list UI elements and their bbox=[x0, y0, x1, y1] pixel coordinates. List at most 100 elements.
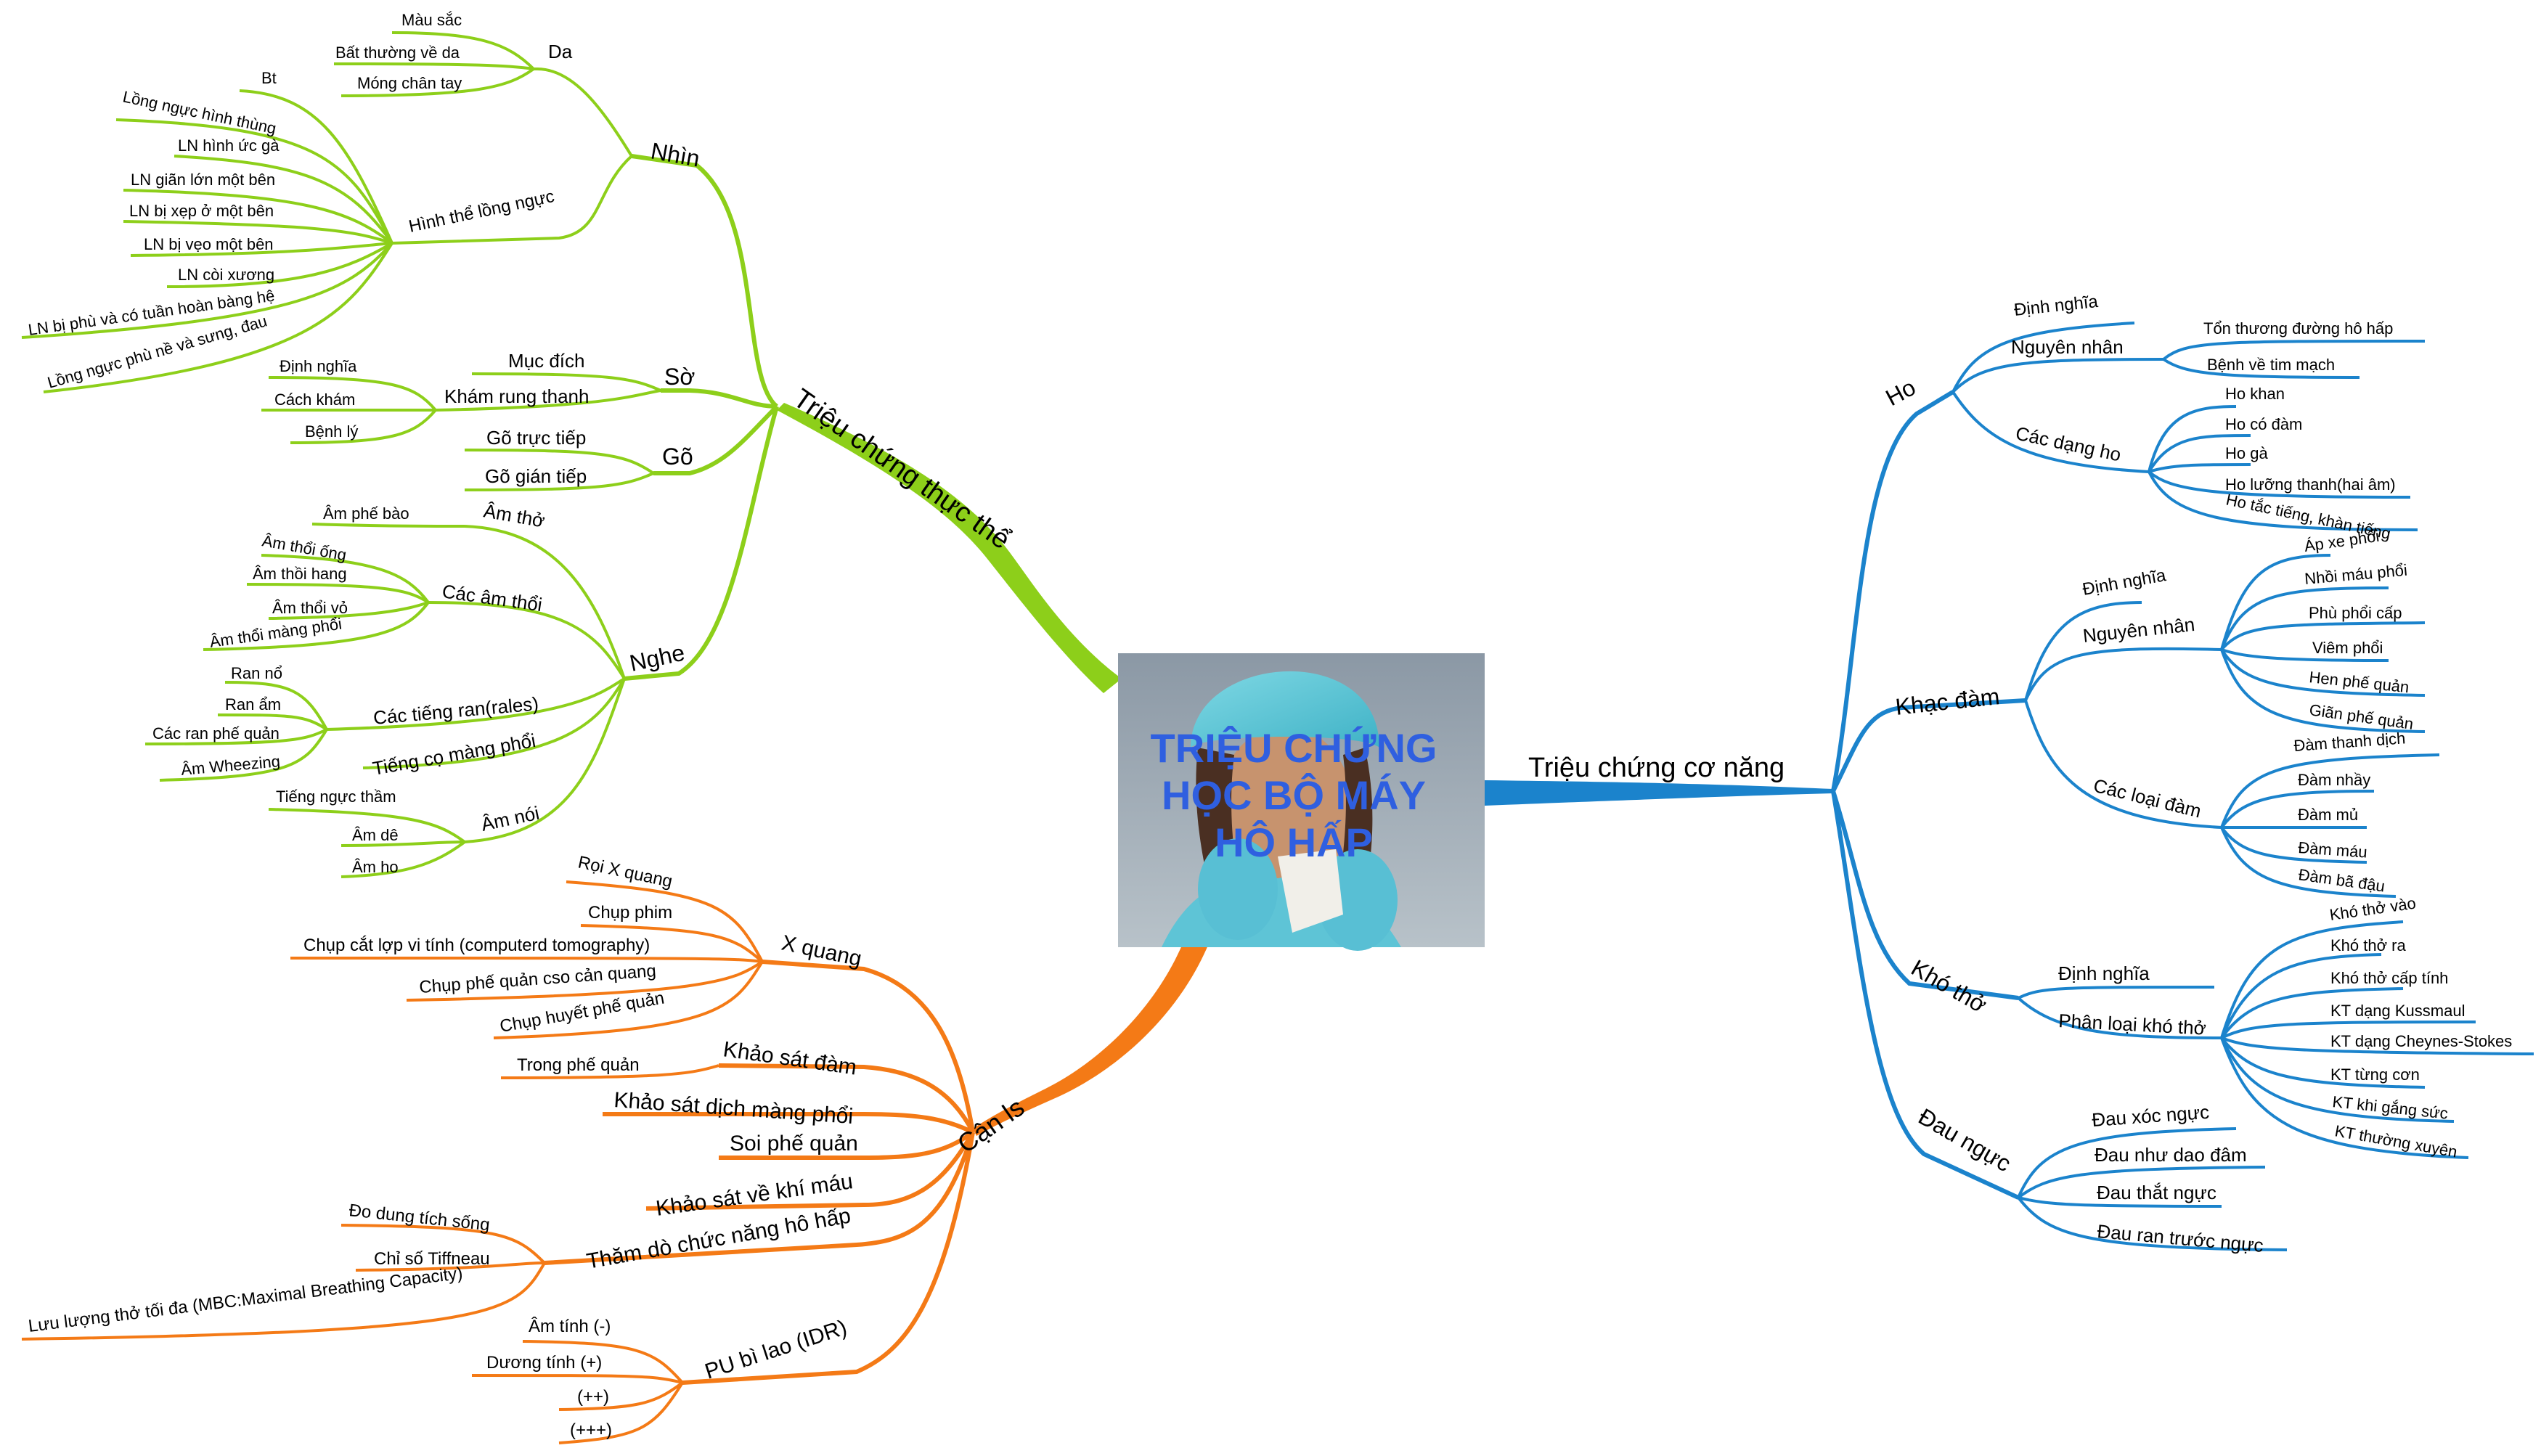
label-dn-2[interactable]: Đau như dao đâm bbox=[2095, 1144, 2247, 1166]
label-noi-1[interactable]: Tiếng ngực thầm bbox=[276, 788, 396, 806]
link-soi-pq bbox=[719, 1130, 974, 1160]
label-dn-4[interactable]: Đau ran trước ngực bbox=[2096, 1220, 2264, 1256]
link-kho-tho bbox=[1831, 790, 2019, 1000]
label-khac-dam[interactable]: Khạc đàm bbox=[1894, 683, 2001, 720]
label-pl-6[interactable]: KT từng cơn bbox=[2330, 1066, 2420, 1084]
label-pl-1[interactable]: Khó thở vào bbox=[2328, 894, 2417, 924]
label-so[interactable]: Sờ bbox=[664, 364, 695, 390]
label-noi-3[interactable]: Âm ho bbox=[352, 858, 399, 876]
label-ran-3[interactable]: Các ran phế quản bbox=[152, 724, 280, 743]
label-noi-2[interactable]: Âm dê bbox=[352, 826, 399, 844]
label-dang-1[interactable]: Ho khan bbox=[2225, 385, 2285, 403]
label-kr-2[interactable]: Cách khám bbox=[274, 390, 355, 409]
label-pl-3[interactable]: Khó thở cấp tính bbox=[2330, 969, 2448, 987]
label-kham-rung[interactable]: Khám rung thanh bbox=[444, 385, 589, 407]
label-dn-3[interactable]: Đau thắt ngực bbox=[2097, 1182, 2216, 1203]
label-kdnn-3[interactable]: Phù phổi cấp bbox=[2309, 604, 2402, 622]
link-dau-nguc bbox=[1831, 790, 2020, 1200]
label-da-2[interactable]: Bất thường về da bbox=[335, 44, 460, 62]
label-da[interactable]: Da bbox=[548, 41, 573, 62]
label-td-2[interactable]: Chỉ số Tiffneau bbox=[374, 1249, 490, 1269]
label-co-nang[interactable]: Triệu chứng cơ năng bbox=[1528, 753, 1785, 783]
link-xq-5 bbox=[493, 960, 764, 1039]
label-pl-8[interactable]: KT thường xuyên bbox=[2333, 1121, 2458, 1161]
label-go[interactable]: Gõ bbox=[662, 443, 693, 470]
label-dau-nguc[interactable]: Đau ngực bbox=[1914, 1103, 2016, 1177]
label-loai-1[interactable]: Đàm thanh dịch bbox=[2293, 729, 2406, 755]
label-thoi-3[interactable]: Âm thổi vỏ bbox=[272, 599, 348, 617]
label-kt-pl[interactable]: Phân loại khó thở bbox=[2058, 1010, 2207, 1039]
label-thoi-2[interactable]: Âm thồi hang bbox=[253, 565, 347, 583]
label-kt-dn[interactable]: Định nghĩa bbox=[2058, 962, 2150, 984]
label-kd-dn[interactable]: Định nghĩa bbox=[2081, 565, 2168, 600]
label-hinh-the[interactable]: Hình thể lồng ngực bbox=[407, 187, 556, 237]
label-dang-2[interactable]: Ho có đàm bbox=[2225, 415, 2302, 433]
link-ht-3 bbox=[174, 155, 393, 245]
label-tieng-co[interactable]: Tiếng cọ màng phổi bbox=[371, 729, 537, 780]
label-ran-4[interactable]: Âm Wheezing bbox=[180, 752, 281, 779]
label-kdnn-2[interactable]: Nhồi máu phổi bbox=[2304, 561, 2408, 588]
label-nghe[interactable]: Nghe bbox=[627, 639, 687, 676]
label-ht-7[interactable]: LN còi xương bbox=[178, 266, 274, 284]
label-ht-3[interactable]: LN hình ức gà bbox=[178, 136, 280, 155]
label-kr-3[interactable]: Bệnh lý bbox=[305, 422, 358, 441]
label-kd-loai[interactable]: Các loại đàm bbox=[2092, 774, 2203, 822]
label-loai-4[interactable]: Đàm máu bbox=[2298, 838, 2368, 862]
label-am-tho[interactable]: Âm thở bbox=[482, 499, 547, 531]
link-thoi-4 bbox=[203, 601, 430, 651]
label-nn-1[interactable]: Tổn thương đường hô hấp bbox=[2203, 319, 2393, 338]
label-can-ls[interactable]: Cận ls bbox=[952, 1092, 1029, 1158]
label-ho[interactable]: Ho bbox=[1881, 374, 1920, 411]
label-ht-2[interactable]: Lồng ngực hình thùng bbox=[121, 87, 278, 137]
label-pl-2[interactable]: Khó thở ra bbox=[2330, 936, 2406, 954]
label-pl-4[interactable]: KT dạng Kussmaul bbox=[2330, 1002, 2465, 1020]
label-am-noi[interactable]: Âm nói bbox=[479, 802, 541, 835]
center-title-line-3: HÔ HẤP bbox=[1215, 819, 1373, 865]
label-ht-4[interactable]: LN giãn lớn một bên bbox=[131, 171, 275, 189]
label-ho-nn[interactable]: Nguyên nhân bbox=[2011, 336, 2124, 358]
label-ho-dang[interactable]: Các dạng ho bbox=[2014, 422, 2123, 466]
label-dang-3[interactable]: Ho gà bbox=[2225, 444, 2268, 462]
label-kd-nn[interactable]: Nguyên nhân bbox=[2081, 613, 2195, 647]
label-pu-3[interactable]: (++) bbox=[577, 1387, 609, 1407]
label-dang-4[interactable]: Ho lưỡng thanh(hai âm) bbox=[2225, 475, 2396, 494]
label-nhin[interactable]: Nhìn bbox=[649, 137, 702, 171]
label-ran-1[interactable]: Ran nổ bbox=[231, 664, 282, 682]
label-khao-sat-dich[interactable]: Khảo sát dịch màng phổi bbox=[613, 1088, 855, 1129]
label-loai-2[interactable]: Đàm nhầy bbox=[2298, 771, 2370, 789]
label-kr-1[interactable]: Định nghĩa bbox=[280, 357, 357, 375]
label-ht-1[interactable]: Bt bbox=[261, 69, 277, 87]
label-tham-do[interactable]: Thăm dò chức năng hô hấp bbox=[584, 1203, 852, 1274]
label-soi-pq[interactable]: Soi phế quản bbox=[730, 1132, 858, 1156]
label-nn-2[interactable]: Bệnh về tim mạch bbox=[2207, 356, 2335, 374]
label-xq-3[interactable]: Chụp cắt lợp vi tính (computerd tomograp… bbox=[303, 936, 650, 955]
label-am-thoi[interactable]: Các âm thổi bbox=[441, 580, 544, 615]
label-kdnn-4[interactable]: Viêm phổi bbox=[2312, 639, 2383, 657]
label-dam-1[interactable]: Trong phế quản bbox=[517, 1055, 640, 1075]
label-ht-6[interactable]: LN bị vẹo một bên bbox=[144, 235, 274, 253]
label-dn-1[interactable]: Đau xóc ngực bbox=[2091, 1101, 2210, 1131]
label-ran-2[interactable]: Ran ẩm bbox=[225, 695, 281, 713]
label-ho-dn[interactable]: Định nghĩa bbox=[2013, 292, 2100, 320]
label-ht-5[interactable]: LN bị xẹp ở một bên bbox=[129, 202, 274, 220]
label-da-3[interactable]: Móng chân tay bbox=[357, 74, 462, 92]
label-pu-4[interactable]: (+++) bbox=[570, 1420, 612, 1440]
label-so-muc-dich[interactable]: Mục đích bbox=[508, 350, 585, 372]
link-nhin bbox=[631, 154, 779, 409]
label-da-1[interactable]: Màu sắc bbox=[401, 11, 462, 29]
label-thuc-the[interactable]: Triệu chứng thực thể bbox=[788, 383, 1016, 555]
label-thoi-1[interactable]: Âm thổi ống bbox=[261, 531, 348, 564]
label-loai-3[interactable]: Đàm mủ bbox=[2298, 806, 2358, 824]
label-pu-2[interactable]: Dương tính (+) bbox=[486, 1353, 602, 1373]
label-am-tho-1[interactable]: Âm phế bào bbox=[323, 504, 409, 523]
label-go-2[interactable]: Gõ gián tiếp bbox=[485, 465, 587, 487]
trunk-co-nang bbox=[1485, 780, 1833, 806]
center-node[interactable]: TRIỆU CHỨNG HỌC BỘ MÁY HÔ HẤP bbox=[1118, 653, 1485, 951]
label-go-1[interactable]: Gõ trực tiếp bbox=[486, 427, 586, 449]
link-ran-4 bbox=[159, 728, 328, 782]
label-xq-2[interactable]: Chụp phim bbox=[588, 903, 672, 923]
label-khao-sat-dam[interactable]: Khảo sát đàm bbox=[722, 1037, 858, 1079]
label-td-1[interactable]: Đo dung tích sống bbox=[348, 1201, 491, 1235]
label-pu-1[interactable]: Âm tính (-) bbox=[529, 1317, 611, 1336]
label-pl-5[interactable]: KT dạng Cheynes-Stokes bbox=[2330, 1032, 2512, 1050]
